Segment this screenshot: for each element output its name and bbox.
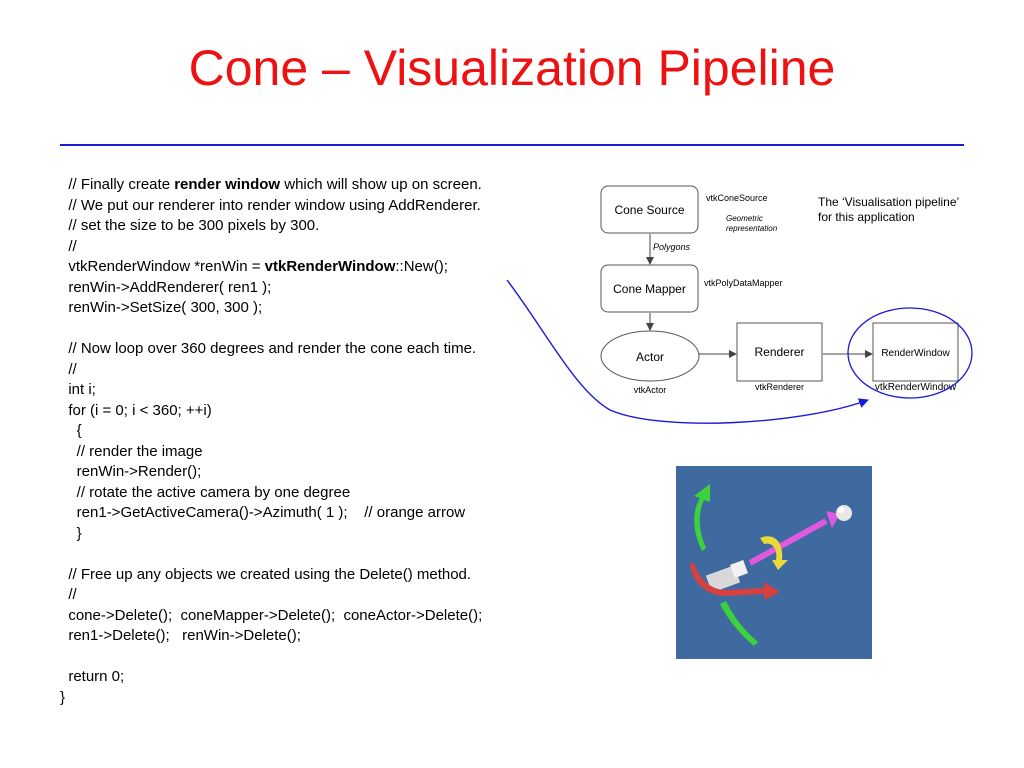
code-line: int i;	[60, 380, 482, 401]
code-line: // Free up any objects we created using …	[60, 565, 482, 586]
code-line: renWin->Render();	[60, 462, 482, 483]
code-text: ren1->Delete(); renWin->Delete();	[60, 627, 301, 644]
code-text: // rotate the active camera by one degre…	[60, 483, 351, 501]
code-text: for (i = 0; i < 360; ++i)	[60, 401, 212, 419]
actor-label: Actor	[636, 350, 664, 364]
code-line: // rotate the active camera by one degre…	[60, 483, 482, 504]
code-text: // We put our renderer into render windo…	[60, 196, 481, 214]
render-window-highlight	[847, 307, 973, 399]
code-text: {	[60, 422, 82, 439]
slide-title: Cone – Visualization Pipeline	[188, 40, 836, 96]
cone-source-class: vtkConeSource	[706, 193, 768, 203]
pipeline-caption-line1: The ‘Visualisation pipeline’	[818, 195, 959, 209]
code-text: // Finally create	[60, 176, 175, 193]
render-window-node	[872, 322, 959, 382]
render-window-output-image	[676, 466, 872, 659]
code-line: vtkRenderWindow *renWin = vtkRenderWindo…	[60, 257, 482, 278]
code-line: renWin->AddRenderer( ren1 );	[60, 278, 482, 299]
code-line: renWin->SetSize( 300, 300 );	[60, 298, 482, 319]
renderer-node	[736, 322, 823, 382]
code-line: cone->Delete(); coneMapper->Delete(); co…	[60, 606, 482, 627]
code-line: // set the size to be 300 pixels by 300.	[60, 216, 482, 237]
camera-lens-icon	[730, 560, 748, 578]
red-arc-arrow-icon	[690, 562, 780, 600]
code-text: renWin->SetSize( 300, 300 );	[60, 299, 263, 316]
code-text: ::New();	[395, 258, 448, 275]
code-text: // Now loop over 360 degrees and render …	[60, 340, 477, 357]
code-text: //	[60, 586, 77, 603]
code-text: vtkRenderWindow *renWin =	[60, 258, 265, 275]
renderer-label: Renderer	[754, 345, 804, 359]
polygons-label: Polygons	[653, 242, 691, 252]
code-text: // Free up any objects we created using …	[60, 565, 472, 583]
cone-mapper-class: vtkPolyDataMapper	[704, 278, 783, 288]
code-line: ren1->Delete(); renWin->Delete();	[60, 626, 482, 647]
actor-node	[600, 330, 700, 382]
code-text: }	[60, 524, 82, 542]
code-text: renWin->Render();	[60, 463, 202, 480]
pipeline-caption-line2: for this application	[818, 210, 915, 224]
render-window-label: RenderWindow	[881, 348, 950, 359]
camera-icon	[705, 565, 741, 593]
code-text: renWin->AddRenderer( ren1 );	[60, 278, 272, 296]
sphere-icon	[836, 505, 852, 521]
code-line: }	[60, 688, 482, 709]
code-line: return 0;	[60, 667, 482, 688]
code-line: // Finally create render window which wi…	[60, 175, 482, 196]
code-text: ren1->GetActiveCamera()->Azimuth( 1 ); /…	[60, 504, 466, 521]
code-bold-text: vtkRenderWindow	[264, 258, 396, 275]
geometric-label: Geometric	[726, 214, 763, 223]
code-text: int i;	[60, 381, 96, 398]
sphere-highlight	[838, 507, 844, 513]
code-line: // Now loop over 360 degrees and render …	[60, 339, 482, 360]
code-text: return 0;	[60, 668, 125, 685]
cone-mapper-label: Cone Mapper	[613, 282, 686, 296]
render-window-class: vtkRenderWindow	[875, 382, 957, 393]
renderer-class: vtkRenderer	[755, 382, 804, 392]
title-divider	[60, 144, 964, 146]
code-text: // set the size to be 300 pixels by 300.	[60, 217, 320, 234]
green-arc-arrow-icon	[694, 484, 710, 551]
representation-label: representation	[726, 224, 778, 233]
code-line: ren1->GetActiveCamera()->Azimuth( 1 ); /…	[60, 503, 482, 524]
code-listing: // Finally create render window which wi…	[60, 175, 482, 708]
callout-curve	[506, 279, 869, 424]
code-text: which will show up on screen.	[280, 176, 482, 193]
cone-mapper-node	[600, 264, 699, 313]
code-text: // render the image	[60, 442, 203, 460]
code-text: }	[60, 688, 66, 706]
code-bold-text: render window	[174, 176, 281, 193]
code-line: }	[60, 524, 482, 545]
magenta-arrow-icon	[748, 518, 828, 566]
code-line: // render the image	[60, 442, 482, 463]
green-arc-arrow-icon-lower	[720, 601, 758, 646]
cone-source-label: Cone Source	[614, 203, 684, 217]
code-line: for (i = 0; i < 360; ++i)	[60, 401, 482, 422]
code-line: //	[60, 237, 482, 258]
code-line: //	[60, 360, 482, 381]
code-line: //	[60, 585, 482, 606]
code-text: //	[60, 360, 77, 378]
code-text: cone->Delete(); coneMapper->Delete(); co…	[60, 606, 483, 624]
cone-source-node	[600, 185, 699, 234]
code-line: {	[60, 421, 482, 442]
code-text: //	[60, 237, 77, 255]
yellow-arc-arrow-icon	[760, 536, 788, 570]
code-line: // We put our renderer into render windo…	[60, 196, 482, 217]
actor-class: vtkActor	[634, 385, 667, 395]
